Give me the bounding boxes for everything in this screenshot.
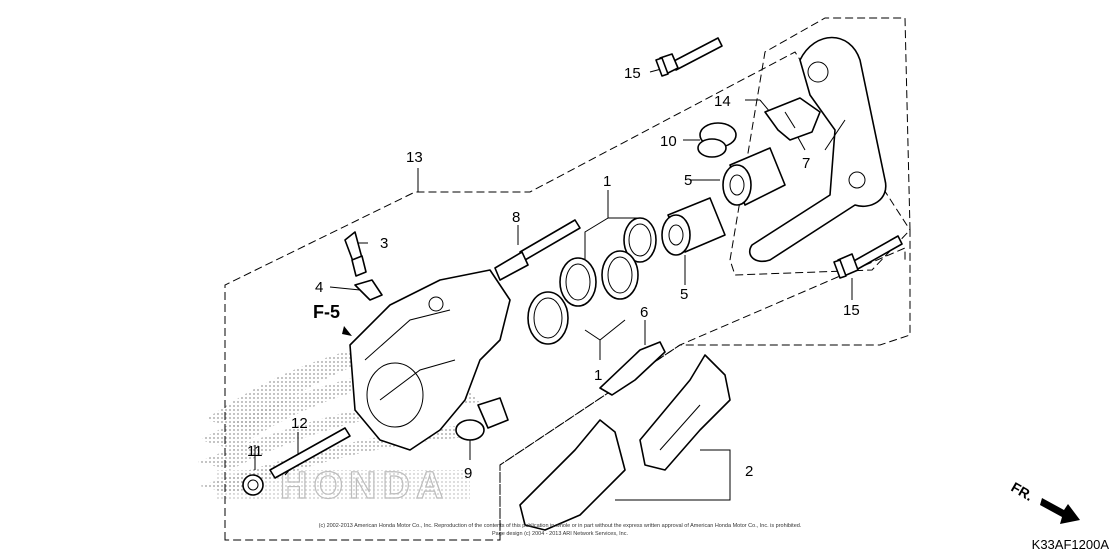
callout-9: 9 [464, 465, 472, 482]
callout-1-top: 1 [603, 173, 611, 190]
part-code: K33AF1200A [1032, 537, 1110, 552]
direction-arrow-icon [1040, 498, 1080, 524]
pad-retainer-6 [599, 341, 666, 396]
direction-indicator: FR. [1009, 479, 1080, 524]
callout-4: 4 [315, 279, 323, 296]
callout-6: 6 [640, 304, 648, 321]
honda-wing-watermark: HONDA [198, 340, 482, 508]
piston-9 [455, 397, 509, 441]
bolt-15-bottom [833, 235, 903, 279]
reference-label: F-5 [313, 302, 340, 322]
callout-13: 13 [406, 149, 423, 166]
bleeder-cap-4 [354, 279, 383, 301]
callout-12: 12 [291, 415, 308, 432]
bracket-14 [748, 36, 887, 263]
callout-10: 10 [660, 133, 677, 150]
direction-label: FR. [1009, 479, 1037, 504]
callout-7: 7 [802, 155, 810, 172]
bleeder-screw-3 [344, 231, 367, 277]
callout-3: 3 [380, 235, 388, 252]
brake-pads-2 [519, 354, 731, 531]
callout-2: 2 [745, 463, 753, 480]
callout-1-bottom: 1 [594, 367, 602, 384]
callout-15-bottom: 15 [843, 302, 860, 319]
reference-arrow [342, 326, 352, 336]
bolt-15-top [655, 37, 723, 77]
caliper-body [349, 269, 511, 451]
callout-5-bottom: 5 [680, 286, 688, 303]
sleeve-5-upper [722, 147, 786, 206]
pad-spring-7 [764, 97, 821, 141]
watermark-text: HONDA [280, 465, 449, 507]
callout-15-top: 15 [624, 65, 641, 82]
pad-pin-12 [269, 427, 351, 479]
callout-14: 14 [714, 93, 731, 110]
callout-5-top: 5 [684, 172, 692, 189]
copyright-line-2: Page design (c) 2004 - 2013 ARI Network … [492, 531, 629, 537]
sleeve-5-lower [661, 197, 726, 256]
boot-10 [697, 122, 737, 158]
piston-seals-1 [527, 217, 657, 345]
callout-11: 11 [247, 443, 263, 460]
callout-8: 8 [512, 209, 520, 226]
bracket-boundary-14 [729, 17, 911, 276]
copyright-line-1: (c) 2002-2013 American Honda Motor Co., … [319, 523, 802, 529]
pad-boundary-2 [499, 247, 906, 540]
pin-plug-11 [242, 474, 264, 496]
slide-pin-8 [494, 219, 581, 281]
